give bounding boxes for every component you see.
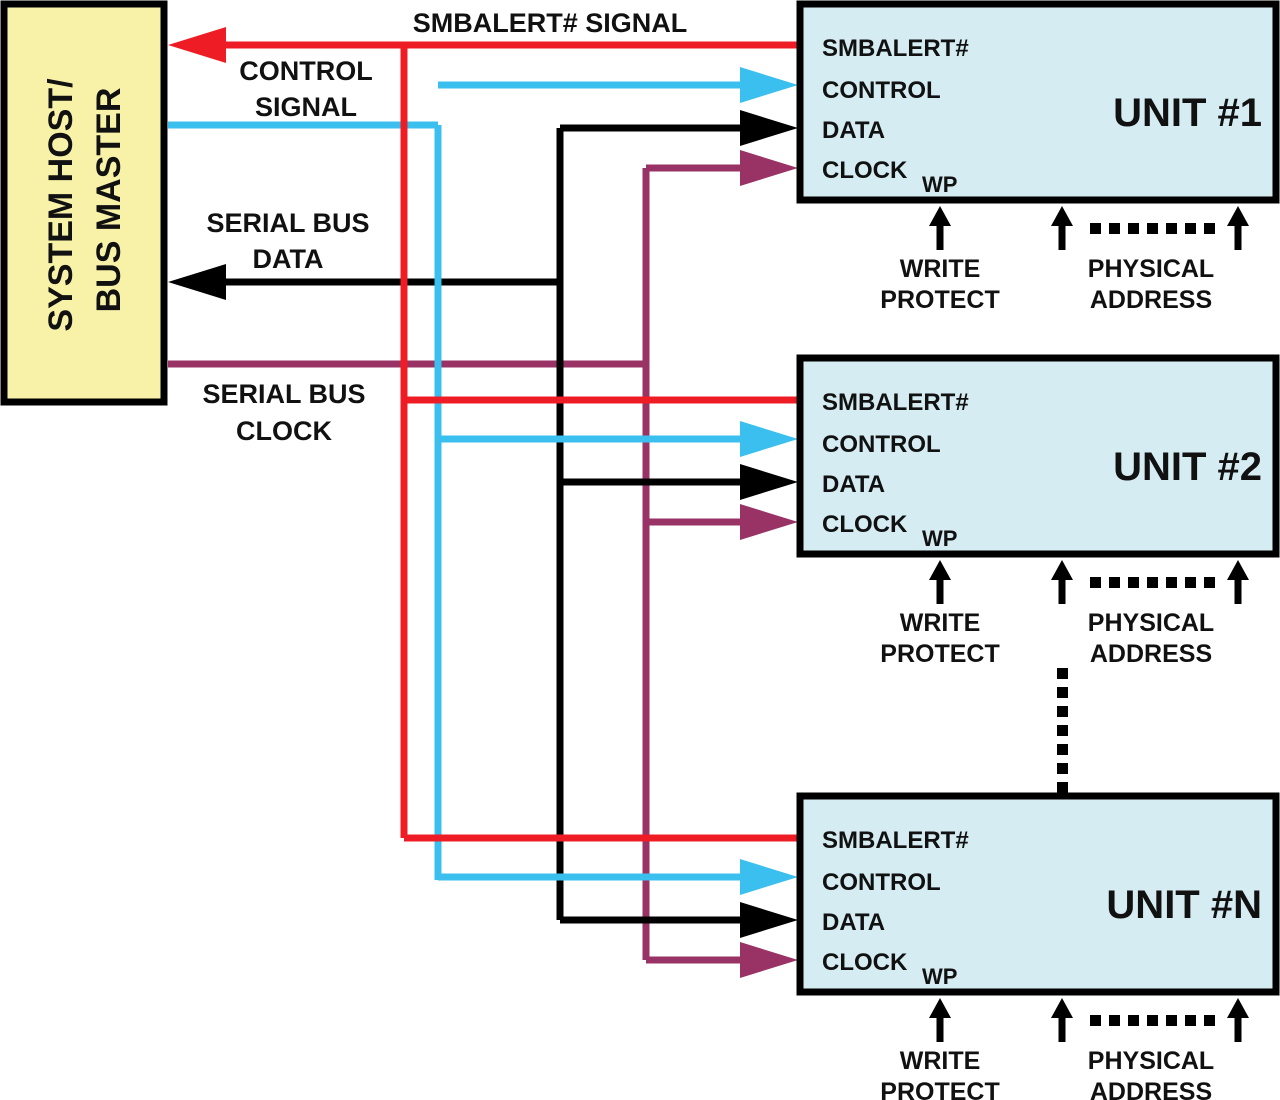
write-protect-label-line2: PROTECT bbox=[880, 640, 999, 668]
address-dot bbox=[1090, 223, 1101, 234]
wp-pin-label: WP bbox=[922, 526, 957, 551]
data-arrow bbox=[740, 110, 798, 146]
unit-title: UNIT #N bbox=[1106, 883, 1262, 927]
serial-bus-data-label-line2: DATA bbox=[253, 244, 324, 274]
data-arrow bbox=[740, 464, 798, 500]
pin-label: CONTROL bbox=[822, 77, 941, 104]
pin-label: DATA bbox=[822, 909, 885, 936]
unit-2: UNIT #2 SMBALERT# CONTROL DATA CLOCK WP WRITE P… bbox=[796, 354, 1280, 668]
control-arrow bbox=[740, 67, 798, 103]
write-protect-arrow-icon bbox=[929, 206, 951, 226]
address-dot bbox=[1185, 577, 1196, 588]
more-units-dotted-line bbox=[1057, 668, 1068, 793]
host-label-line1: SYSTEM HOST/ bbox=[42, 78, 80, 332]
address-dot bbox=[1128, 1015, 1139, 1026]
address-dot bbox=[1128, 223, 1139, 234]
vertical-dot bbox=[1057, 668, 1068, 679]
pin-label: DATA bbox=[822, 471, 885, 498]
data-arrow bbox=[740, 902, 798, 938]
address-dot bbox=[1090, 1015, 1101, 1026]
host-rect bbox=[0, 0, 168, 406]
serial-bus-clock-label-line2: CLOCK bbox=[236, 416, 332, 446]
smbalert-to-host-arrow bbox=[168, 27, 226, 63]
write-protect-label-line2: PROTECT bbox=[880, 286, 999, 314]
pin-label: CLOCK bbox=[822, 157, 908, 184]
unit-1: UNIT #1 SMBALERT# CONTROL DATA CLOCK WP WRITE P… bbox=[796, 0, 1280, 314]
control-signal-label-line1: CONTROL bbox=[239, 56, 372, 86]
pin-label: SMBALERT# bbox=[822, 35, 969, 62]
host-label-line2: BUS MASTER bbox=[90, 88, 128, 313]
unit-title: UNIT #1 bbox=[1113, 91, 1262, 135]
vertical-dot bbox=[1057, 706, 1068, 717]
unit-3: UNIT #N SMBALERT# CONTROL DATA CLOCK WP WRITE P… bbox=[796, 792, 1280, 1100]
address-arrow-icon bbox=[1051, 998, 1073, 1018]
serial-bus-clock-label-line1: SERIAL BUS bbox=[202, 379, 365, 409]
address-dot bbox=[1166, 223, 1177, 234]
address-dot bbox=[1166, 1015, 1177, 1026]
address-arrow-icon bbox=[1051, 206, 1073, 226]
unit-box bbox=[796, 0, 1280, 204]
wp-pin-label: WP bbox=[922, 172, 957, 197]
vertical-dot bbox=[1057, 763, 1068, 774]
write-protect-label-line1: WRITE bbox=[900, 1047, 981, 1075]
clock-arrow bbox=[740, 504, 798, 540]
smbalert-signal-label: SMBALERT# SIGNAL bbox=[413, 8, 688, 38]
address-arrow-icon bbox=[1227, 560, 1249, 580]
write-protect-arrow-icon bbox=[929, 560, 951, 580]
unit-title: UNIT #2 bbox=[1113, 445, 1262, 489]
write-protect-label-line1: WRITE bbox=[900, 255, 981, 283]
data-to-host-arrow bbox=[168, 264, 226, 300]
clock-arrow bbox=[740, 942, 798, 978]
control-arrow bbox=[740, 859, 798, 895]
vertical-dot bbox=[1057, 744, 1068, 755]
unit-box bbox=[796, 792, 1280, 996]
control-signal-label-line2: SIGNAL bbox=[255, 92, 357, 122]
pin-label: CLOCK bbox=[822, 511, 908, 538]
address-dot bbox=[1204, 1015, 1215, 1026]
pin-label: CONTROL bbox=[822, 431, 941, 458]
address-dot bbox=[1185, 1015, 1196, 1026]
physical-address-label-line2: ADDRESS bbox=[1090, 1078, 1212, 1100]
wp-pin-label: WP bbox=[922, 964, 957, 989]
vertical-dot bbox=[1057, 687, 1068, 698]
pin-label: CLOCK bbox=[822, 949, 908, 976]
address-arrow-icon bbox=[1227, 998, 1249, 1018]
physical-address-label-line2: ADDRESS bbox=[1090, 286, 1212, 314]
write-protect-label-line1: WRITE bbox=[900, 609, 981, 637]
clock-arrow bbox=[740, 150, 798, 186]
address-dot bbox=[1147, 223, 1158, 234]
write-protect-label-line2: PROTECT bbox=[880, 1078, 999, 1100]
address-dot bbox=[1185, 223, 1196, 234]
pin-label: DATA bbox=[822, 117, 885, 144]
write-protect-arrow-icon bbox=[929, 998, 951, 1018]
address-dot bbox=[1109, 223, 1120, 234]
address-dot bbox=[1090, 577, 1101, 588]
bus-wires bbox=[168, 27, 800, 978]
physical-address-label-line1: PHYSICAL bbox=[1088, 1047, 1214, 1075]
address-dot bbox=[1128, 577, 1139, 588]
control-arrow bbox=[740, 421, 798, 457]
address-arrow-icon bbox=[1051, 560, 1073, 580]
units: UNIT #1 SMBALERT# CONTROL DATA CLOCK WP WRITE P… bbox=[796, 0, 1280, 1100]
vertical-dot bbox=[1057, 782, 1068, 793]
physical-address-label-line1: PHYSICAL bbox=[1088, 609, 1214, 637]
address-dot bbox=[1204, 223, 1215, 234]
serial-bus-data-label-line1: SERIAL BUS bbox=[206, 208, 369, 238]
vertical-dot bbox=[1057, 725, 1068, 736]
unit-box bbox=[796, 354, 1280, 558]
physical-address-label-line1: PHYSICAL bbox=[1088, 255, 1214, 283]
address-dot bbox=[1147, 577, 1158, 588]
pin-label: CONTROL bbox=[822, 869, 941, 896]
address-dot bbox=[1147, 1015, 1158, 1026]
system-host-box: SYSTEM HOST/ BUS MASTER bbox=[0, 0, 168, 406]
pin-label: SMBALERT# bbox=[822, 827, 969, 854]
address-arrow-icon bbox=[1227, 206, 1249, 226]
address-dot bbox=[1204, 577, 1215, 588]
address-dot bbox=[1109, 1015, 1120, 1026]
address-dot bbox=[1109, 577, 1120, 588]
pin-label: SMBALERT# bbox=[822, 389, 969, 416]
address-dot bbox=[1166, 577, 1177, 588]
physical-address-label-line2: ADDRESS bbox=[1090, 640, 1212, 668]
